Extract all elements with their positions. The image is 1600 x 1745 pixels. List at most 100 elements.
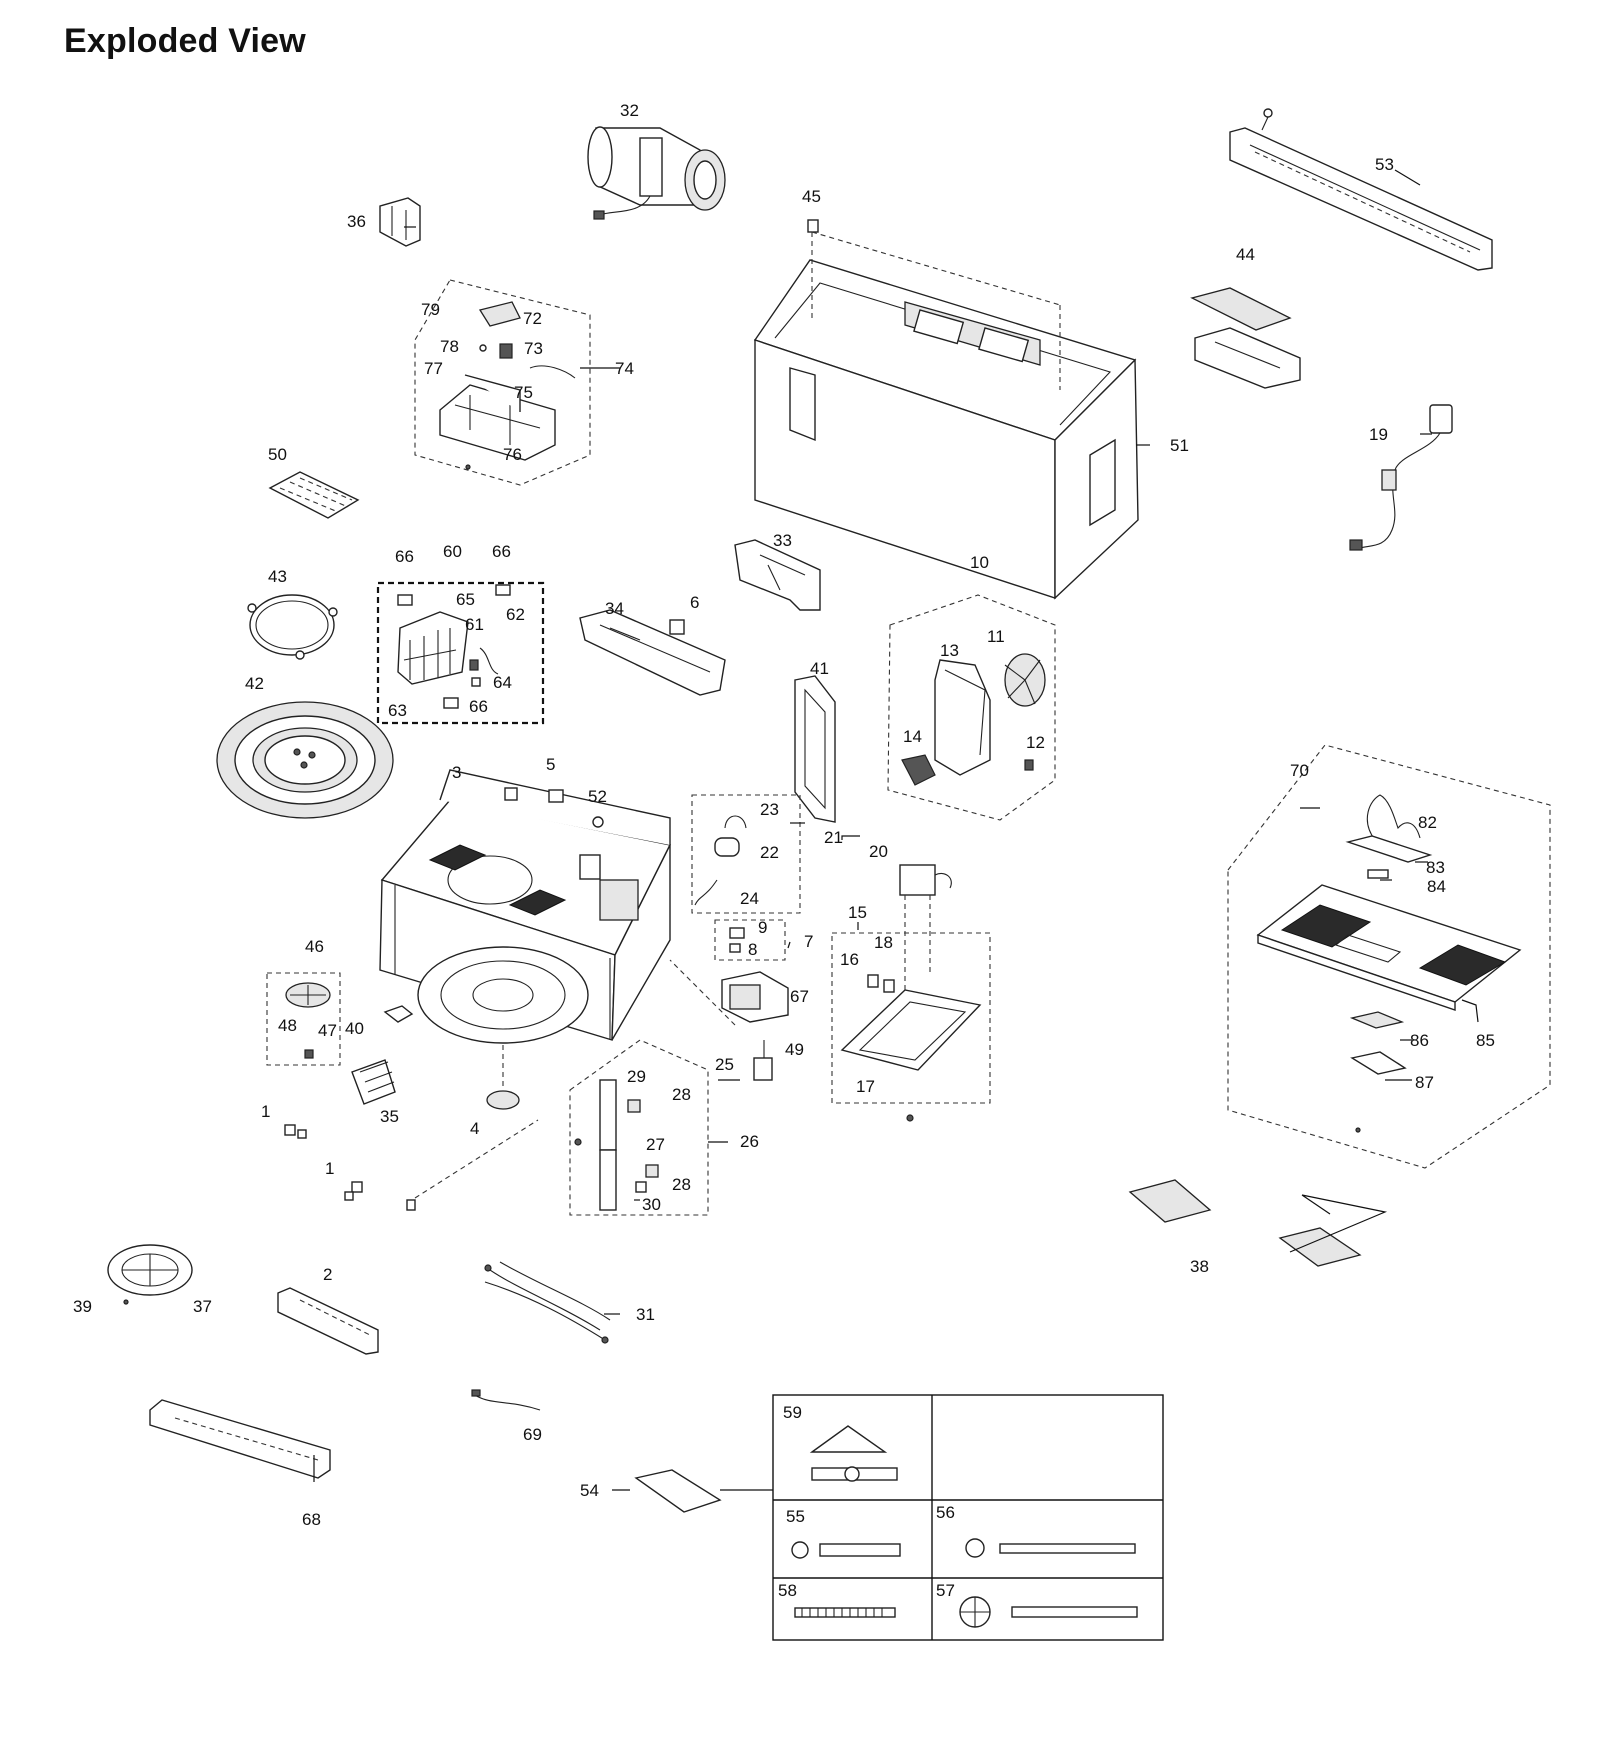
label-66c: 66 xyxy=(469,697,488,716)
label-33: 33 xyxy=(773,531,792,550)
blower-motor-part xyxy=(587,126,726,220)
label-43: 43 xyxy=(268,567,287,586)
label-52: 52 xyxy=(588,787,607,806)
latch-part xyxy=(284,1119,539,1211)
front-vent-part xyxy=(149,1399,331,1479)
part-number-labels: 1 1 2 3 4 5 6 7 8 9 10 11 12 13 14 15 16… xyxy=(73,101,1495,1600)
hex-screw-part xyxy=(791,1541,901,1559)
label-87: 87 xyxy=(1415,1073,1434,1092)
label-76: 76 xyxy=(503,445,522,464)
label-1a: 1 xyxy=(261,1102,270,1121)
label-65: 65 xyxy=(456,590,475,609)
long-screw-part xyxy=(965,1538,1136,1558)
label-10: 10 xyxy=(970,553,989,572)
label-68: 68 xyxy=(302,1510,321,1529)
label-2: 2 xyxy=(323,1265,332,1284)
turntable-tray-part xyxy=(216,701,394,819)
label-70: 70 xyxy=(1290,761,1309,780)
transformer-part xyxy=(721,971,789,1023)
label-45: 45 xyxy=(802,187,821,206)
label-54: 54 xyxy=(580,1481,599,1500)
label-3: 3 xyxy=(452,763,461,782)
label-32: 32 xyxy=(620,101,639,120)
label-75: 75 xyxy=(514,383,533,402)
label-28a: 28 xyxy=(672,1085,691,1104)
coupler-part xyxy=(383,1005,414,1023)
label-46: 46 xyxy=(305,937,324,956)
capacitor-assembly-part xyxy=(691,794,801,914)
label-7: 7 xyxy=(804,932,813,951)
label-66b: 66 xyxy=(492,542,511,561)
label-79: 79 xyxy=(421,300,440,319)
label-28b: 28 xyxy=(672,1175,691,1194)
label-63: 63 xyxy=(388,701,407,720)
label-30: 30 xyxy=(642,1195,661,1214)
filter-pad-part xyxy=(1128,1179,1362,1267)
hinge-bracket-part xyxy=(809,1425,898,1482)
label-27: 27 xyxy=(646,1135,665,1154)
label-73: 73 xyxy=(524,339,543,358)
label-86: 86 xyxy=(1410,1031,1429,1050)
roller-ring-part xyxy=(247,594,338,660)
label-74: 74 xyxy=(615,359,634,378)
label-38: 38 xyxy=(1190,1257,1209,1276)
label-13: 13 xyxy=(940,641,959,660)
door-switch-assembly-part xyxy=(569,1039,709,1216)
control-panel-part xyxy=(579,609,726,696)
waveguide-cover-part xyxy=(351,1059,396,1105)
label-34: 34 xyxy=(605,599,624,618)
label-82: 82 xyxy=(1418,813,1437,832)
outer-cabinet-part xyxy=(753,231,1139,600)
oven-cavity-part xyxy=(379,769,672,1044)
label-62: 62 xyxy=(506,605,525,624)
vent-grille-part xyxy=(277,1287,379,1355)
label-51: 51 xyxy=(1170,436,1189,455)
label-23: 23 xyxy=(760,800,779,819)
label-18: 18 xyxy=(874,933,893,952)
label-42: 42 xyxy=(245,674,264,693)
label-24: 24 xyxy=(740,889,759,908)
label-47: 47 xyxy=(318,1021,337,1040)
label-11: 11 xyxy=(987,627,1005,646)
power-cord-part xyxy=(1349,404,1453,551)
manual-bag-part xyxy=(634,1469,722,1513)
ground-wire-part xyxy=(471,1389,541,1411)
support-bracket-part xyxy=(734,539,821,611)
label-57: 57 xyxy=(936,1581,955,1600)
mounting-bolt-part xyxy=(959,1596,1138,1628)
label-35: 35 xyxy=(380,1107,399,1126)
label-36: 36 xyxy=(347,212,366,231)
base-plate-assembly-part xyxy=(1227,744,1551,1169)
fuse-holder-part xyxy=(714,919,786,961)
label-85: 85 xyxy=(1476,1031,1495,1050)
wire-harness-part xyxy=(484,1261,611,1344)
damper-assembly-part xyxy=(414,279,591,486)
bracket-part xyxy=(379,197,421,247)
label-5: 5 xyxy=(546,755,555,774)
charcoal-filter-part xyxy=(1190,287,1301,389)
label-41: 41 xyxy=(810,659,829,678)
noise-filter-part xyxy=(669,959,773,1081)
door-frame-part xyxy=(794,675,836,823)
label-64: 64 xyxy=(493,673,512,692)
label-14: 14 xyxy=(903,727,922,746)
label-83: 83 xyxy=(1426,858,1445,877)
label-31: 31 xyxy=(636,1305,655,1324)
label-16: 16 xyxy=(840,950,859,969)
label-58: 58 xyxy=(778,1581,797,1600)
label-9: 9 xyxy=(758,918,767,937)
grease-filter-part xyxy=(268,471,360,519)
high-voltage-transformer-part xyxy=(899,864,952,995)
label-12: 12 xyxy=(1026,733,1045,752)
label-77: 77 xyxy=(424,359,443,378)
label-26: 26 xyxy=(740,1132,759,1151)
label-6: 6 xyxy=(690,593,699,612)
stirrer-fan-assembly-part xyxy=(266,972,341,1066)
label-19: 19 xyxy=(1369,425,1388,444)
label-66a: 66 xyxy=(395,547,414,566)
label-50: 50 xyxy=(268,445,287,464)
hardware-table xyxy=(772,1394,1164,1641)
top-vent-rail-part xyxy=(1229,108,1493,271)
label-39: 39 xyxy=(73,1297,92,1316)
label-25: 25 xyxy=(715,1055,734,1074)
